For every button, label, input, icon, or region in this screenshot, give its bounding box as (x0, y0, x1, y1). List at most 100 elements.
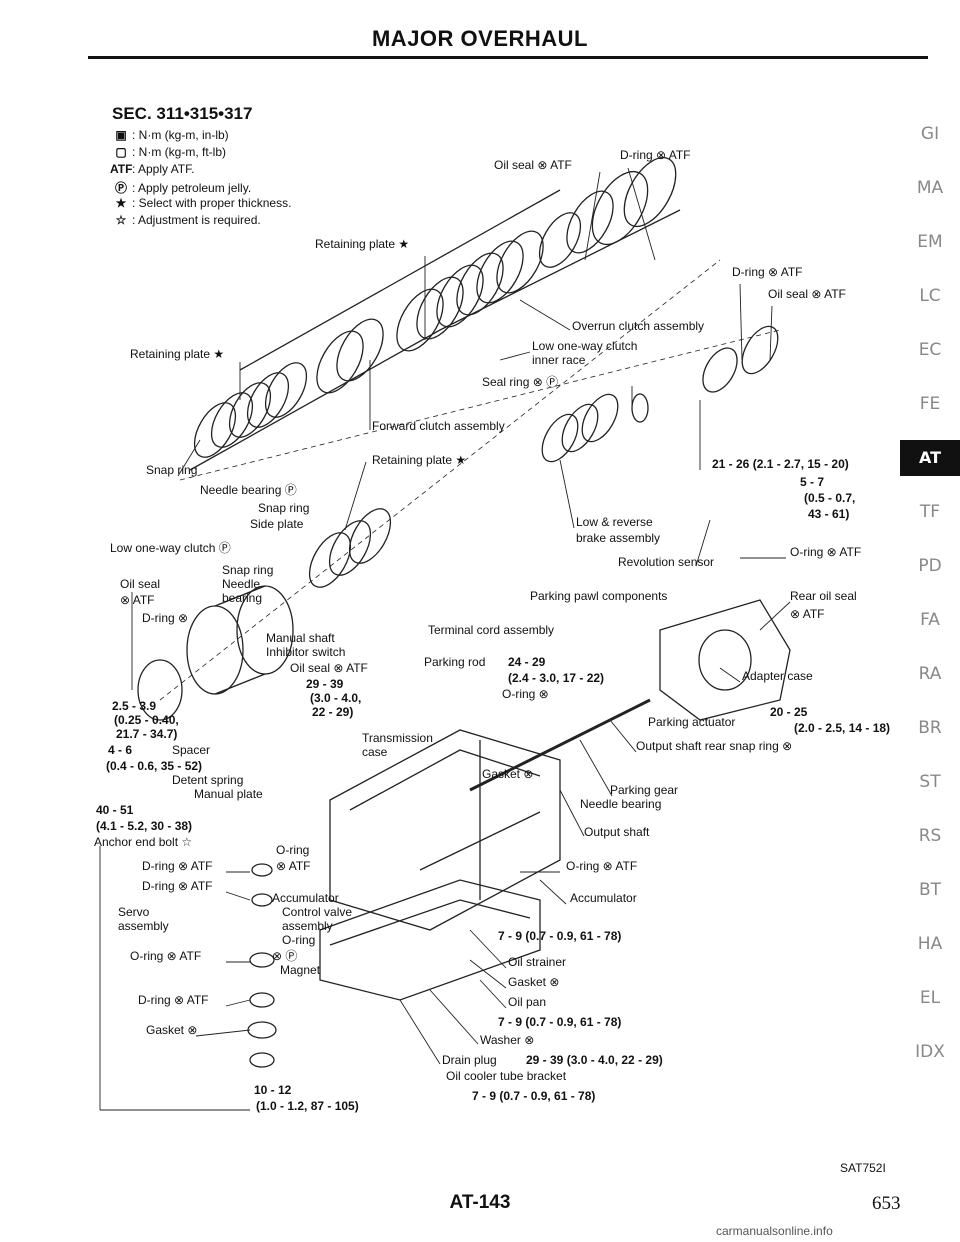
section-tab-em[interactable]: EM (917, 232, 943, 252)
callout-label: (4.1 - 5.2, 30 - 38) (96, 819, 193, 833)
callout-label: Snap ring (222, 563, 274, 577)
callout-label: ⊗ ATF (276, 859, 311, 873)
callout-label: 21.7 - 34.7) (116, 727, 178, 741)
callout-label: Oil strainer (508, 955, 567, 969)
callout-label: D-ring ⊗ ATF (142, 879, 213, 893)
callout-label: 2.5 - 3.9 (112, 699, 157, 713)
assembly-axis-line (159, 259, 721, 701)
legend-symbol-icon: Ⓟ (114, 181, 127, 195)
page-title: MAJOR OVERHAUL (371, 26, 588, 51)
page-code: AT-143 (449, 1192, 511, 1213)
callout-label: 4 - 6 (108, 743, 133, 757)
section-tab-ma[interactable]: MA (916, 178, 944, 198)
section-tab-idx[interactable]: IDX (915, 1042, 945, 1062)
callout-label: Parking actuator (648, 715, 736, 729)
callout-label: (2.0 - 2.5, 14 - 18) (794, 721, 891, 735)
callout-label: Low & reverse (576, 515, 653, 529)
callout-label: case (362, 745, 388, 759)
oil-pan-outline (319, 879, 541, 1001)
section-tab-el[interactable]: EL (919, 988, 941, 1008)
callout-label: O-ring ⊗ ATF (130, 949, 202, 963)
callout-label: O-ring ⊗ ATF (790, 545, 862, 559)
callout-label: 10 - 12 (254, 1083, 292, 1097)
callout-label: Parking pawl components (530, 589, 668, 603)
section-number: SEC. 311•315•317 (112, 104, 253, 123)
legend-text: : Select with proper thickness. (132, 196, 292, 210)
legend-text: : N·m (kg-m, in-lb) (132, 128, 229, 142)
section-tab-ra[interactable]: RA (918, 664, 942, 684)
legend-symbol-icon: ☆ (115, 213, 127, 227)
legend-text: : Apply petroleum jelly. (132, 181, 252, 195)
callout-label: (0.5 - 0.7, (804, 491, 856, 505)
callout-label: Overrun clutch assembly (572, 319, 705, 333)
callout-label: Accumulator (570, 891, 637, 905)
callout-label: ⊗ Ⓟ (272, 949, 298, 963)
callout-label: O-ring (282, 933, 316, 947)
callout-label: Gasket ⊗ (482, 767, 534, 781)
legend-row: ★: Select with proper thickness. (110, 196, 292, 213)
callout-label: (2.4 - 3.0, 17 - 22) (508, 671, 605, 685)
callout-label: Snap ring (146, 463, 198, 477)
section-tab-lc[interactable]: LC (919, 286, 941, 306)
callout-label: 43 - 61) (808, 507, 850, 521)
legend-row: ▢: N·m (kg-m, ft-lb) (110, 145, 291, 162)
legend-symbol-icon: ATF (110, 162, 133, 176)
callout-label: Forward clutch assembly (372, 419, 505, 433)
callout-label: bearing (222, 591, 263, 605)
adapter-case-outline (659, 599, 791, 721)
callout-label: Oil seal ⊗ ATF (494, 158, 572, 172)
legend-row: ATF: Apply ATF. (110, 162, 291, 179)
section-tab-ha[interactable]: HA (917, 934, 943, 954)
callout-label: 40 - 51 (96, 803, 134, 817)
callout-label: Needle (222, 577, 261, 591)
section-tab-tf[interactable]: TF (919, 502, 941, 522)
callout-label: Manual shaft (266, 631, 335, 645)
callout-label: Servo (118, 905, 150, 919)
section-tab-br[interactable]: BR (918, 718, 942, 738)
section-tab-gi[interactable]: GI (920, 124, 940, 144)
callout-label: 5 - 7 (800, 475, 825, 489)
callout-label: Inhibitor switch (266, 645, 346, 659)
callout-label: D-ring ⊗ ATF (732, 265, 803, 279)
callout-label: ⊗ ATF (790, 607, 825, 621)
callout-label: Gasket ⊗ (146, 1023, 198, 1037)
callout-label: inner race (532, 353, 586, 367)
callout-label: Oil seal ⊗ ATF (290, 661, 368, 675)
callout-label: Needle bearing (580, 797, 662, 811)
section-tab-fa[interactable]: FA (920, 610, 940, 630)
callout-label: Low one-way clutch Ⓟ (110, 541, 231, 555)
callout-label: assembly (118, 919, 169, 933)
callout-label: Output shaft rear snap ring ⊗ (636, 739, 793, 753)
callout-label: Spacer (172, 743, 211, 757)
section-tab-rs[interactable]: RS (918, 826, 942, 846)
callout-label: D-ring ⊗ ATF (620, 148, 691, 162)
transmission-case-outline (329, 729, 561, 931)
callout-label: Oil seal (120, 577, 161, 591)
callout-label: 22 - 29) (312, 705, 354, 719)
callout-label: Magnet (280, 963, 321, 977)
section-tab-bt[interactable]: BT (918, 880, 942, 900)
callout-label: (1.0 - 1.2, 87 - 105) (256, 1099, 359, 1113)
callout-label: D-ring ⊗ (142, 611, 189, 625)
callout-label: O-ring ⊗ (502, 687, 549, 701)
section-tab-ec[interactable]: EC (918, 340, 942, 360)
callout-label: 29 - 39 (3.0 - 4.0, 22 - 29) (526, 1053, 663, 1067)
callout-label: Washer ⊗ (480, 1033, 535, 1047)
section-tab-at[interactable]: AT (900, 440, 960, 476)
callout-label: Accumulator (272, 891, 339, 905)
section-tab-fe[interactable]: FE (919, 394, 941, 414)
callout-label: D-ring ⊗ ATF (142, 859, 213, 873)
legend-row: Ⓟ : Apply petroleum jelly. (110, 179, 291, 196)
callout-label: assembly (282, 919, 333, 933)
legend-symbol-icon: ▢ (115, 145, 127, 159)
callout-label: D-ring ⊗ ATF (138, 993, 209, 1007)
figure-code: SAT752I (840, 1161, 886, 1175)
callout-label: 7 - 9 (0.7 - 0.9, 61 - 78) (498, 929, 622, 943)
callout-label: Oil cooler tube bracket (446, 1069, 567, 1083)
section-tab-st[interactable]: ST (919, 772, 941, 792)
section-tab-pd[interactable]: PD (918, 556, 942, 576)
callout-label: Gasket ⊗ (508, 975, 560, 989)
callout-label: Parking rod (424, 655, 486, 669)
legend-symbol-icon: ▣ (115, 128, 127, 142)
callout-label: Terminal cord assembly (428, 623, 555, 637)
